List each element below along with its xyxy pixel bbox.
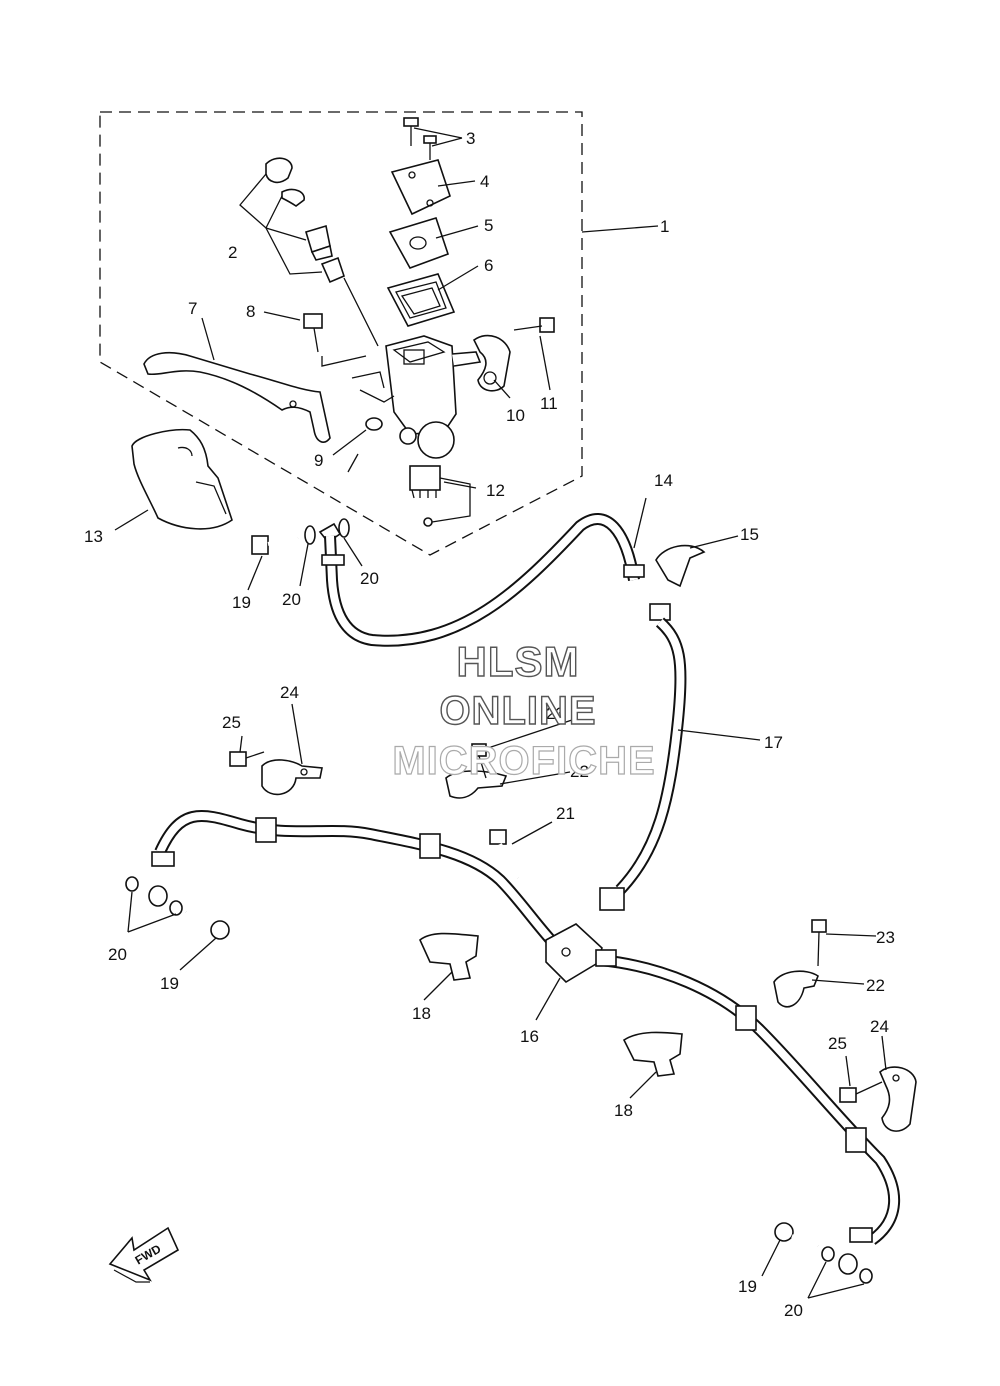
callout-4[interactable]: 4 — [480, 172, 489, 191]
handlebar-clamp — [472, 334, 511, 392]
callout-20d[interactable]: 20 — [784, 1301, 803, 1320]
callout-1[interactable]: 1 — [660, 217, 669, 236]
callout-22a[interactable]: 22 — [570, 762, 589, 781]
callout-9[interactable]: 9 — [314, 451, 323, 470]
hose-clamp — [445, 770, 508, 799]
left-union-bolt — [125, 876, 230, 940]
callout-14[interactable]: 14 — [654, 471, 673, 490]
callout-19b[interactable]: 19 — [160, 974, 179, 993]
joint-bolt — [489, 829, 520, 879]
callout-20c[interactable]: 20 — [108, 945, 127, 964]
callout-5[interactable]: 5 — [484, 216, 493, 235]
hose-clip — [655, 544, 706, 588]
callout-11[interactable]: 11 — [540, 394, 558, 413]
callout-16[interactable]: 16 — [520, 1027, 539, 1046]
callout-19c[interactable]: 19 — [738, 1277, 757, 1296]
callout-18a[interactable]: 18 — [412, 1004, 431, 1023]
diaphragm-holder — [388, 217, 450, 269]
callout-25a[interactable]: 25 — [222, 713, 241, 732]
watermark-line-1: HLSM — [457, 638, 580, 685]
callout-15[interactable]: 15 — [740, 525, 759, 544]
callout-6[interactable]: 6 — [484, 256, 493, 275]
reservoir-cap — [390, 159, 451, 216]
brake-lever — [143, 351, 331, 443]
callout-20a[interactable]: 20 — [282, 590, 301, 609]
callout-12[interactable]: 12 — [486, 481, 505, 500]
callout-8[interactable]: 8 — [246, 302, 255, 321]
callout-13[interactable]: 13 — [84, 527, 103, 546]
master-cylinder-group — [131, 117, 555, 530]
upper-union-bolt — [251, 535, 299, 555]
callout-18b[interactable]: 18 — [614, 1101, 633, 1120]
callout-7[interactable]: 7 — [188, 299, 197, 318]
callout-labels: 1 2 3 4 5 6 7 8 9 10 11 12 13 14 15 16 1… — [84, 129, 895, 1320]
clamp-bolt — [513, 317, 555, 333]
lever-nut — [365, 417, 383, 431]
right-union-bolt — [774, 1222, 873, 1284]
watermark: HLSM ONLINE MICROFICHE — [392, 637, 656, 783]
callout-25b[interactable]: 25 — [828, 1034, 847, 1053]
assembly-boundary — [99, 111, 583, 556]
hose-bracket-upper — [229, 751, 323, 796]
hose-clamp — [773, 970, 819, 1008]
brake-hose-joint — [545, 923, 603, 984]
leader-lines — [114, 127, 887, 1299]
hose-holder — [419, 932, 479, 981]
fwd-arrow-icon: FWD — [108, 1226, 180, 1283]
callout-21[interactable]: 21 — [556, 804, 575, 823]
upper-copper-washer — [338, 518, 350, 538]
callout-19a[interactable]: 19 — [232, 593, 251, 612]
callout-20b[interactable]: 20 — [360, 569, 379, 588]
watermark-line-3: MICROFICHE — [392, 739, 655, 783]
hose-holder — [622, 1031, 683, 1077]
watermark-line-2: ONLINE — [439, 689, 596, 733]
callout-24a[interactable]: 24 — [280, 683, 299, 702]
upper-copper-washer — [304, 525, 316, 545]
callout-3[interactable]: 3 — [466, 129, 475, 148]
callout-17[interactable]: 17 — [764, 733, 783, 752]
piston-kit — [265, 157, 345, 284]
diaphragm — [386, 273, 456, 327]
callout-23b[interactable]: 23 — [876, 928, 895, 947]
hose-bracket-lower — [839, 1066, 917, 1132]
clamp-bolt-23 — [471, 743, 827, 967]
lever-pivot-bolt — [303, 313, 323, 353]
master-cylinder-cover — [131, 428, 233, 530]
callout-23a[interactable]: 23 — [546, 704, 565, 723]
cap-screw — [403, 117, 437, 160]
callout-10[interactable]: 10 — [506, 406, 525, 425]
brake-light-switch — [409, 465, 441, 527]
master-cylinder-body — [385, 335, 457, 435]
callout-24b[interactable]: 24 — [870, 1017, 889, 1036]
callout-2[interactable]: 2 — [228, 243, 237, 262]
callout-22b[interactable]: 22 — [866, 976, 885, 995]
